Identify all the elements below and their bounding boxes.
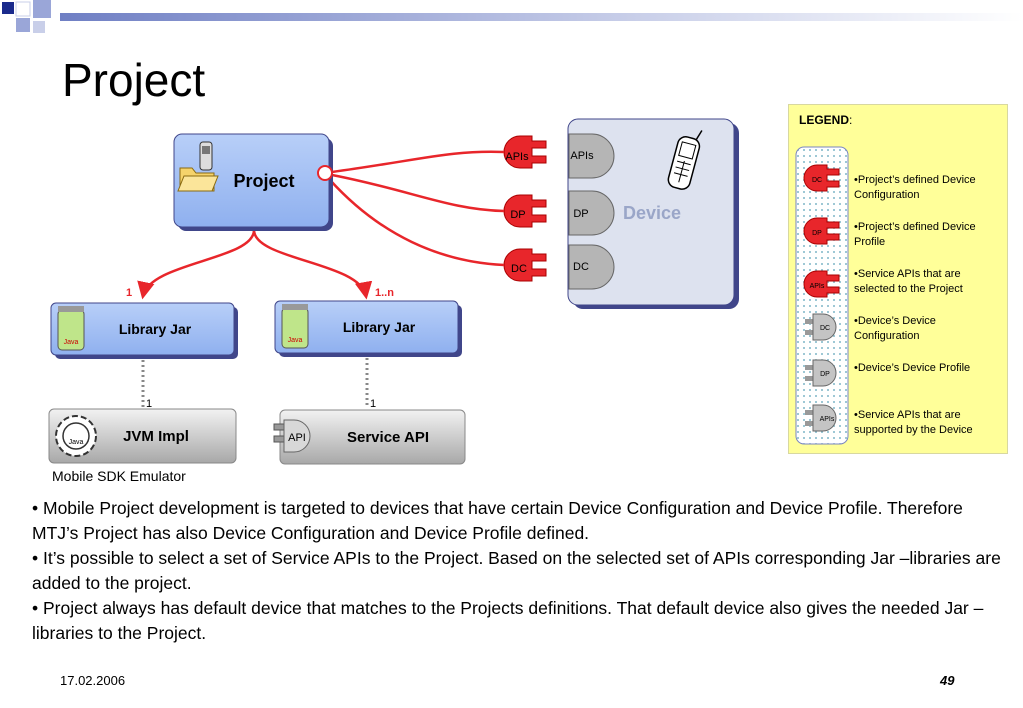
legend-title: LEGEND: [799, 113, 853, 127]
bullet-list: • Mobile Project development is targeted… [32, 496, 1007, 646]
library-jar-right: Java Library Jar [274, 300, 462, 357]
library-jar-left: Java Library Jar [50, 302, 238, 359]
project-connectors [137, 150, 505, 300]
legend-badge-dc-gray: DC [805, 313, 837, 341]
legend-badge-dp-red: DP [803, 217, 840, 245]
device-label: Device [623, 203, 681, 223]
header-decoration [2, 0, 1023, 33]
project-box: Project [173, 133, 333, 231]
service-multiplicity: 1 [370, 398, 376, 410]
multiplicity-left: 1 [126, 287, 132, 299]
legend-item-text: •Device’s Device Configuration [854, 315, 936, 342]
library-jar-left-label: Library Jar [119, 321, 192, 337]
legend-item-text: •Service APIs that are selected to the P… [854, 268, 963, 295]
svg-text:DC: DC [573, 261, 589, 273]
svg-text:APIs: APIs [820, 416, 835, 423]
multiplicity-right: 1..n [375, 287, 394, 299]
bullet-item: • Project always has default device that… [32, 598, 984, 643]
jvm-impl-box: Java JVM Impl [48, 408, 237, 464]
svg-text:Java: Java [288, 337, 303, 344]
jvm-multiplicity: 1 [146, 398, 152, 410]
legend-item-text: •Project’s defined Device Configuration [854, 174, 976, 201]
project-connector-node [317, 165, 333, 181]
legend-icons: DC DP APIs DC DP APIs [795, 146, 849, 445]
library-jar-right-label: Library Jar [343, 319, 416, 335]
jar-icon: Java [57, 306, 85, 351]
jvm-impl-label: JVM Impl [123, 428, 189, 445]
service-api-box: API Service API [273, 409, 466, 465]
service-api-label: Service API [347, 429, 429, 446]
svg-text:APIs: APIs [810, 283, 825, 290]
svg-text:Java: Java [64, 339, 79, 346]
footer-date: 17.02.2006 [60, 673, 126, 688]
svg-text:DP: DP [812, 230, 822, 237]
svg-text:API: API [288, 432, 306, 444]
legend-badge-dc-red: DC [803, 164, 840, 192]
svg-text:DP: DP [573, 208, 588, 220]
svg-text:DC: DC [820, 325, 830, 332]
device-port-apis: APIs [568, 133, 615, 179]
emulator-caption: Mobile SDK Emulator [52, 468, 186, 484]
device-port-dp: DP [568, 190, 615, 236]
legend-badge-apis-gray: APIs [805, 404, 837, 432]
legend-panel: LEGEND: DC DP APIs DC [788, 104, 1008, 454]
svg-text:DP: DP [820, 371, 830, 378]
legend-item-text: •Project’s defined Device Profile [854, 221, 976, 248]
svg-text:DC: DC [812, 177, 822, 184]
svg-text:APIs: APIs [505, 151, 529, 163]
project-port-dp: DP [503, 194, 547, 228]
legend-item-text: •Service APIs that are supported by the … [854, 409, 973, 436]
device-port-dc: DC [568, 244, 615, 290]
page-number: 49 [940, 673, 955, 688]
mobile-phone-icon [667, 130, 703, 190]
service-api-port: API [273, 419, 311, 453]
slide-title: Project [62, 54, 206, 106]
java-gear-icon: Java [55, 415, 97, 457]
bullet-item: • It’s possible to select a set of Servi… [32, 548, 1001, 593]
project-label: Project [233, 171, 294, 191]
dotted-connectors [141, 358, 369, 408]
svg-text:Java: Java [69, 439, 84, 446]
legend-item-text: •Device’s Device Profile [854, 362, 971, 374]
legend-badge-apis-red: APIs [803, 270, 840, 298]
legend-badge-dp-gray: DP [805, 359, 837, 387]
project-port-apis: APIs [503, 135, 547, 169]
jar-icon: Java [281, 304, 309, 349]
project-folder-icon [177, 141, 219, 192]
project-port-dc: DC [503, 248, 547, 282]
svg-text:DC: DC [511, 263, 527, 275]
svg-text:APIs: APIs [570, 150, 594, 162]
svg-text:DP: DP [510, 209, 525, 221]
bullet-item: • Mobile Project development is targeted… [32, 498, 963, 543]
